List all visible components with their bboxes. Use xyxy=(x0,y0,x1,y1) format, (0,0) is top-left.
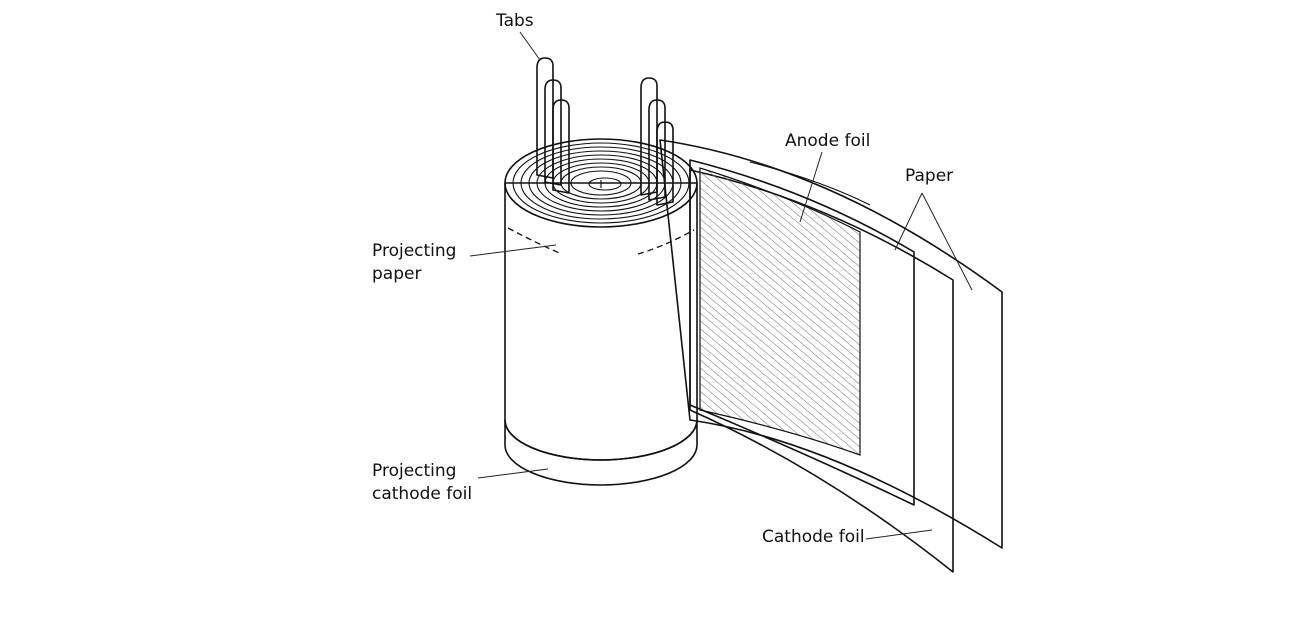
cathode-foil-leader xyxy=(865,529,933,540)
roll-body xyxy=(504,182,698,461)
right-tabs xyxy=(640,77,674,206)
sheet-top-edge xyxy=(749,161,871,206)
projecting-cathode-label-line1: Projecting xyxy=(372,461,457,481)
paper-leader-2 xyxy=(921,192,973,291)
anode-foil-sheet xyxy=(699,167,861,456)
tabs-label: Tabs xyxy=(496,11,534,31)
projecting-cathode-leader xyxy=(477,468,549,479)
left-tabs xyxy=(536,57,570,194)
tabs-leader xyxy=(519,31,541,61)
projecting-paper-label-line1: Projecting xyxy=(372,241,457,261)
anode-foil-label: Anode foil xyxy=(785,131,871,151)
projecting-paper-label-line2: paper xyxy=(372,264,422,284)
projecting-cathode-band xyxy=(504,419,698,486)
projecting-paper-leader xyxy=(469,244,557,257)
inner-paper-sheet xyxy=(689,159,915,506)
cathode-foil-label: Cathode foil xyxy=(762,527,865,547)
paper-label: Paper xyxy=(905,166,954,186)
projecting-cathode-label-line2: cathode foil xyxy=(372,484,473,504)
projecting-paper-dashes xyxy=(507,227,695,255)
anode-foil-leader xyxy=(799,151,823,223)
paper-leader-1 xyxy=(894,192,923,251)
